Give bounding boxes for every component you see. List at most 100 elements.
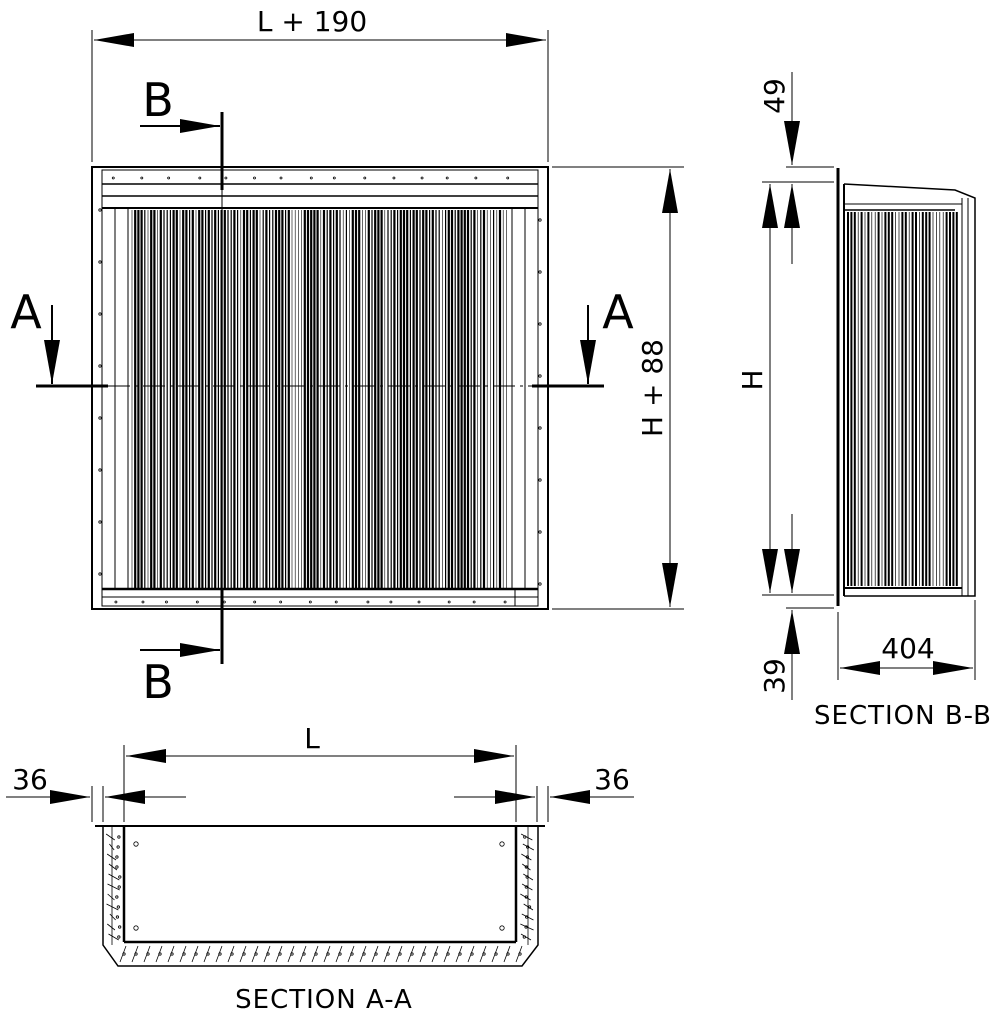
rivet: [410, 952, 414, 956]
rivet: [118, 925, 122, 929]
rivet: [194, 952, 198, 956]
drawing-line: [520, 833, 533, 841]
rivet: [527, 905, 532, 909]
front-view: A A B B L + 190 H + 88: [10, 5, 684, 709]
rivet: [279, 176, 283, 180]
section-bb-housing: [843, 183, 976, 597]
rivet: [98, 260, 102, 264]
rivet: [302, 952, 306, 956]
front-bottom-rail: [102, 587, 538, 606]
rivet: [398, 952, 402, 956]
rivet: [278, 952, 282, 956]
rivet: [332, 176, 336, 180]
rivet: [116, 845, 120, 849]
dimension-bb-bottom: [784, 514, 834, 700]
front-top-rail: [102, 183, 538, 209]
rivet: [98, 208, 102, 212]
rivet: [524, 925, 528, 929]
rivet: [363, 176, 367, 180]
rivet: [522, 935, 526, 939]
drawing-line: [108, 933, 119, 941]
section-a-left-label: A: [10, 285, 42, 339]
dimension-aa-right-label: 36: [594, 763, 630, 796]
rivet: [182, 952, 186, 956]
section-aa-view: L 36 36 SECTION A-A: [6, 722, 634, 1015]
dimension-width: [91, 30, 549, 162]
section-b-cut-marker: [140, 112, 224, 664]
dimension-width-label: L + 190: [257, 5, 367, 38]
rivet: [117, 835, 121, 839]
rivet: [117, 885, 121, 889]
rivet: [308, 600, 312, 604]
rivet: [525, 915, 529, 919]
rivet: [538, 478, 542, 482]
rivet: [279, 600, 283, 604]
drawing-line: [107, 923, 116, 931]
rivet: [98, 312, 102, 316]
rivet: [420, 176, 424, 180]
rivet: [422, 952, 426, 956]
rivet: [115, 915, 120, 919]
dimension-aa-right: [454, 786, 634, 822]
rivet: [218, 952, 222, 956]
rivet: [538, 218, 542, 222]
rivet: [392, 176, 396, 180]
rivet: [474, 176, 478, 180]
front-inner-frame: [101, 169, 539, 607]
rivet: [290, 952, 294, 956]
drawing-line: [108, 873, 120, 881]
dimension-aa-left: [6, 786, 186, 822]
rivet: [526, 845, 530, 849]
rivet: [98, 572, 102, 576]
dimension-bb-depth-label: 404: [881, 632, 934, 665]
rivet: [338, 952, 342, 956]
rivet: [242, 952, 246, 956]
section-a-cut-marker: [36, 305, 604, 388]
rivet: [503, 600, 507, 604]
drawing-line: [522, 863, 531, 871]
dimension-aa-left-label: 36: [12, 763, 48, 796]
drawing-line: [107, 883, 120, 891]
section-bb-caption: SECTION B-B: [814, 701, 992, 731]
rivet: [470, 952, 474, 956]
rivet: [98, 468, 102, 472]
rivet: [538, 426, 542, 430]
rivet: [350, 952, 354, 956]
drawing-line: [105, 833, 115, 841]
rivet: [482, 952, 486, 956]
rivet: [146, 952, 150, 956]
rivet: [122, 952, 126, 956]
rivet: [494, 952, 498, 956]
rivet: [445, 176, 449, 180]
rivet: [499, 925, 505, 931]
rivet: [98, 364, 102, 368]
rivet: [506, 952, 510, 956]
rivet: [117, 935, 121, 939]
rivet: [114, 600, 118, 604]
rivet: [524, 885, 528, 889]
rivet: [118, 875, 122, 879]
rivet: [499, 841, 505, 847]
rivet: [140, 176, 144, 180]
rivet: [374, 952, 378, 956]
rivet: [141, 600, 145, 604]
rivet-dots: [98, 176, 542, 604]
rivet: [167, 176, 171, 180]
dimension-aa-length: [123, 745, 517, 822]
rivet: [472, 600, 476, 604]
drawing-line: [106, 853, 117, 861]
rivet: [314, 952, 318, 956]
dimension-aa-length-label: L: [304, 722, 320, 755]
rivet: [116, 905, 120, 909]
dimension-bb-bottom-label: 39: [758, 658, 791, 694]
rivet: [134, 952, 138, 956]
drawing-line: [107, 893, 115, 901]
rivet: [195, 600, 199, 604]
rivet: [133, 925, 139, 931]
rivet: [224, 176, 228, 180]
section-a-right-label: A: [602, 285, 634, 339]
section-aa-housing: [102, 826, 539, 967]
drawing-line: [522, 843, 535, 851]
rivet: [389, 600, 393, 604]
